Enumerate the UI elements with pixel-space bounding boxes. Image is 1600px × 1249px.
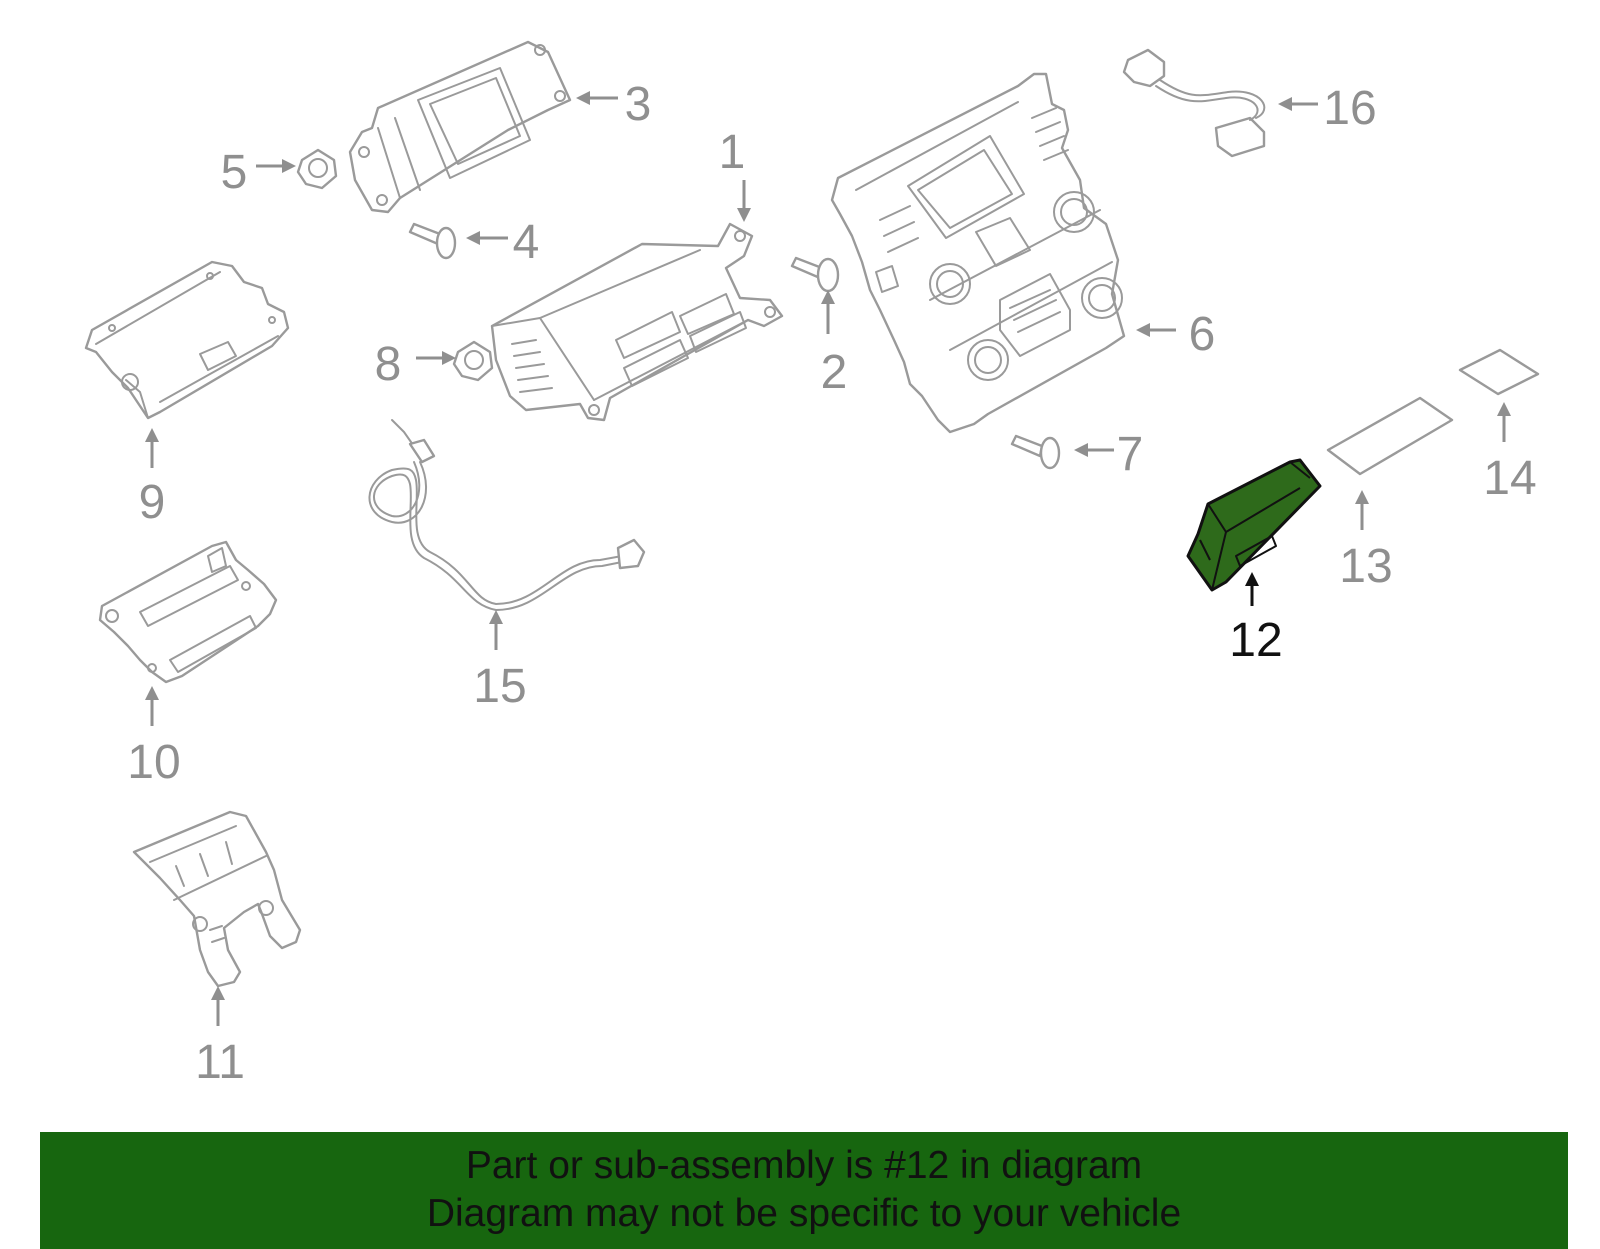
part-2-screw[interactable]: [790, 256, 840, 293]
banner-line-2: Diagram may not be specific to your vehi…: [426, 1192, 1182, 1235]
callout-12: 12: [1229, 614, 1282, 667]
part-4-screw[interactable]: [408, 222, 457, 260]
part-9-module[interactable]: [84, 260, 290, 420]
part-16-wire-harness[interactable]: [1122, 48, 1266, 158]
part-11-lower-bracket[interactable]: [132, 810, 302, 988]
banner-line-1: Part or sub-assembly is #12 in diagram: [465, 1144, 1143, 1187]
callout-13: 13: [1339, 540, 1392, 593]
callout-15: 15: [473, 660, 526, 713]
part-13-label[interactable]: [1326, 396, 1454, 476]
callout-6: 6: [1189, 308, 1216, 361]
part-7-screw[interactable]: [1010, 434, 1061, 470]
info-banner: Part or sub-assembly is #12 in diagram D…: [40, 1132, 1568, 1249]
callout-1: 1: [719, 126, 746, 179]
callout-2: 2: [821, 346, 848, 399]
callout-10: 10: [127, 736, 180, 789]
part-5-clip-nut[interactable]: [296, 148, 338, 190]
callout-14: 14: [1483, 452, 1536, 505]
callout-7: 7: [1117, 428, 1144, 481]
callout-5: 5: [221, 146, 248, 199]
callout-8: 8: [375, 338, 402, 391]
part-14-label[interactable]: [1458, 348, 1540, 396]
callout-3: 3: [625, 78, 652, 131]
callout-4: 4: [513, 216, 540, 269]
part-3-display-module[interactable]: [348, 40, 572, 214]
part-8-clip-nut[interactable]: [452, 340, 494, 382]
part-6-control-panel[interactable]: [830, 72, 1126, 434]
leader-lines: [145, 91, 1511, 1026]
callout-9: 9: [139, 476, 166, 529]
part-10-bracket[interactable]: [98, 540, 278, 684]
part-12-highlighted-module[interactable]: [1186, 458, 1322, 592]
callout-11: 11: [195, 1036, 245, 1089]
part-1-radio-receiver[interactable]: [490, 222, 784, 422]
part-15-antenna-cable[interactable]: [368, 419, 646, 611]
callout-16: 16: [1323, 82, 1376, 135]
